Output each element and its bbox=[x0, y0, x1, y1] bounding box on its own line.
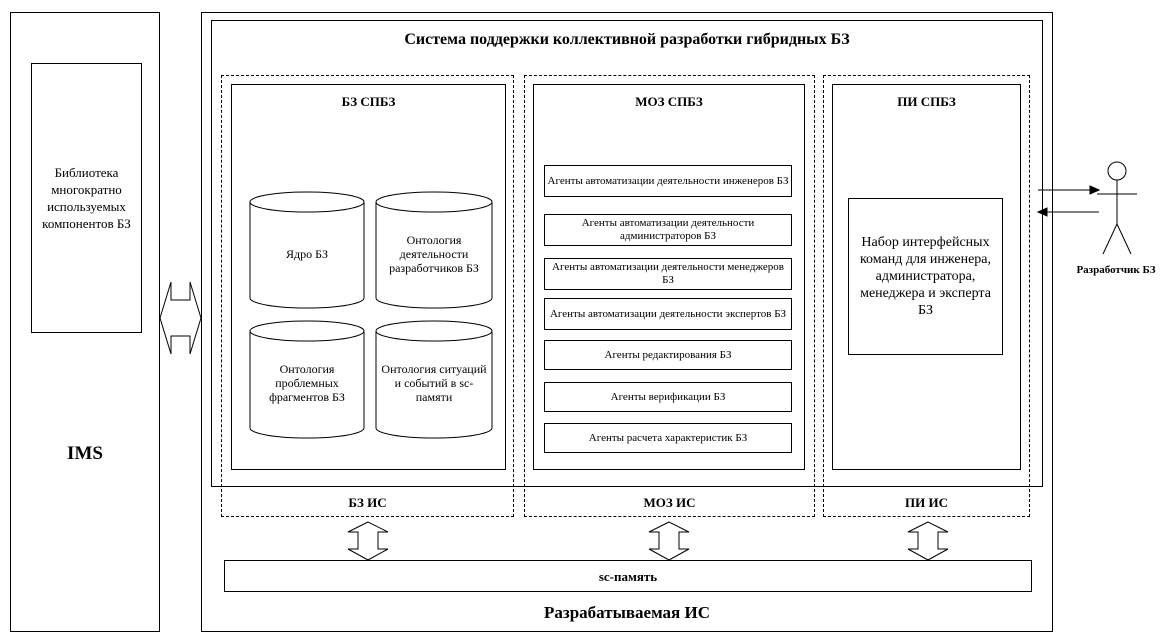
problem-fragments-label: Онтология проблемных фрагментов БЗ bbox=[269, 362, 345, 404]
ui-is-frame bbox=[823, 75, 1030, 517]
kb-core-label: Ядро БЗ bbox=[285, 247, 328, 261]
kb-is-frame bbox=[221, 75, 514, 517]
agents-managers-box: Агенты автоматизации деятельности менедж… bbox=[544, 258, 792, 290]
psm-is-frame bbox=[524, 75, 815, 517]
actor-label: Разработчик БЗ bbox=[1076, 263, 1156, 276]
library-box: Библиотека многократно используемых комп… bbox=[31, 63, 142, 333]
sc-memory-bar: sc-память bbox=[224, 560, 1032, 592]
system-title: Система поддержки коллективной разработк… bbox=[404, 31, 850, 48]
ui-is-label: ПИ ИС bbox=[905, 494, 948, 510]
ui-title: ПИ СПБЗ bbox=[897, 93, 956, 109]
developed-is-label: Разрабатываемая ИС bbox=[544, 603, 710, 622]
library-label: Библиотека многократно используемых комп… bbox=[42, 165, 131, 231]
agents-experts-box: Агенты автоматизации деятельности экспер… bbox=[544, 298, 792, 330]
agents-editing-box: Агенты редактирования БЗ bbox=[544, 340, 792, 370]
situations-ontology-label: Онтология ситуаций и событий в sc-памяти bbox=[381, 362, 487, 404]
agents-metrics-box: Агенты расчета характеристик БЗ bbox=[544, 423, 792, 453]
agents-engineers-box: Агенты автоматизации деятельности инжене… bbox=[544, 165, 792, 197]
kb-is-label: БЗ ИС bbox=[348, 494, 387, 510]
to-actor-arrowhead bbox=[1089, 185, 1101, 195]
ui-commands-box: Набор интерфейсных команд для инженера, … bbox=[848, 198, 1003, 355]
kb-title: БЗ СПБЗ bbox=[341, 93, 396, 109]
ims-exchange-arrow bbox=[159, 281, 202, 355]
agents-verification-box: Агенты верификации БЗ bbox=[544, 382, 792, 412]
developer-actor-figure bbox=[1097, 161, 1137, 255]
developers-ontology-label: Онтология деятельности разработчиков БЗ bbox=[389, 233, 479, 275]
support-system-frame bbox=[211, 20, 1043, 487]
psm-is-label: МОЗ ИС bbox=[643, 494, 696, 510]
ims-label: IMS bbox=[67, 443, 103, 464]
psm-title: МОЗ СПБЗ bbox=[635, 93, 703, 109]
agents-admins-box: Агенты автоматизации деятельности админи… bbox=[544, 214, 792, 246]
